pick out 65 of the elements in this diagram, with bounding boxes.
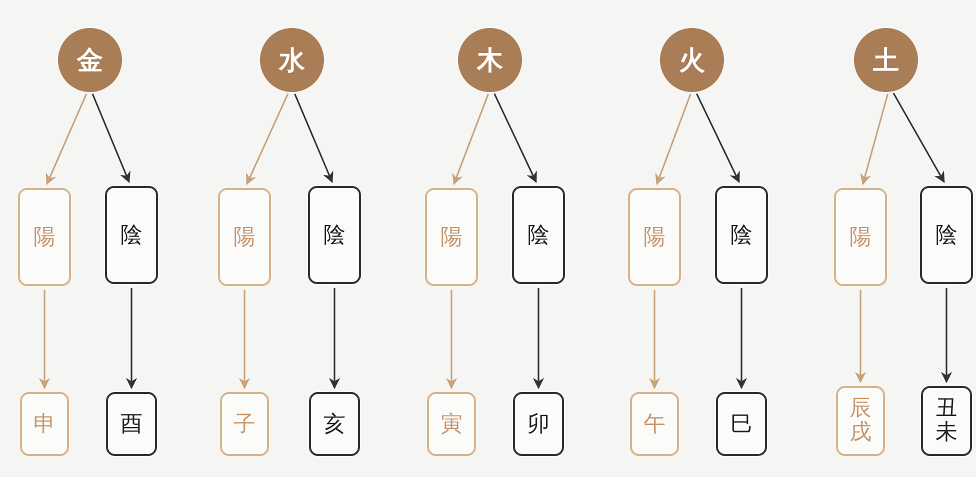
arrow — [940, 288, 952, 384]
node-label: 卯 — [528, 411, 550, 439]
label-box — [836, 386, 885, 456]
arrow — [655, 94, 692, 186]
node-label: 土 — [873, 44, 899, 78]
label-box — [834, 188, 887, 286]
label-box — [630, 392, 679, 456]
node-label: 亥 — [324, 411, 346, 439]
node-label: 木 — [477, 44, 503, 78]
label-box — [106, 392, 157, 456]
node-label: 陰 — [936, 222, 958, 250]
node-label: 陽 — [34, 224, 56, 252]
node-label: 丑未 — [936, 396, 958, 446]
node-label: 陰 — [120, 222, 142, 250]
label-box — [20, 392, 69, 456]
arrow — [126, 288, 138, 390]
node-label: 陽 — [234, 224, 256, 252]
arrow — [452, 94, 490, 186]
arrow — [696, 93, 740, 183]
label-box — [513, 392, 564, 456]
arrow — [736, 288, 748, 390]
label-box — [218, 188, 271, 286]
node-label: 陰 — [324, 222, 346, 250]
arrow — [854, 290, 866, 384]
label-box — [220, 392, 269, 456]
arrow — [328, 288, 340, 390]
node-label: 火 — [679, 44, 705, 78]
label-box — [512, 186, 565, 284]
label-box — [427, 392, 476, 456]
arrow — [648, 290, 660, 390]
arrow — [446, 290, 458, 390]
label-box — [309, 392, 360, 456]
arrow — [46, 93, 88, 186]
node-label: 陰 — [730, 222, 752, 250]
label-box — [921, 386, 972, 456]
arrow — [532, 288, 544, 390]
label-box — [920, 186, 973, 284]
arrow — [892, 92, 945, 183]
arrow — [38, 290, 50, 390]
label-box — [308, 186, 361, 284]
node-label: 寅 — [440, 411, 462, 439]
node-label: 陰 — [528, 222, 550, 250]
arrow — [238, 290, 250, 390]
arrow — [92, 94, 130, 184]
label-box — [105, 186, 158, 284]
node-label: 陽 — [440, 224, 462, 252]
node-label: 陽 — [644, 224, 666, 252]
arrow — [860, 94, 888, 186]
arrow — [294, 94, 334, 184]
label-box — [425, 188, 478, 286]
node-label: 子 — [234, 411, 256, 439]
node-label: 水 — [279, 44, 305, 78]
arrow — [246, 93, 289, 186]
label-box — [715, 186, 768, 284]
node-label: 酉 — [120, 411, 142, 439]
node-label: 申 — [34, 411, 56, 439]
arrow — [494, 93, 537, 184]
node-label: 辰戌 — [850, 396, 872, 446]
node-label: 午 — [644, 411, 666, 439]
label-box — [18, 188, 71, 286]
node-label: 陽 — [850, 224, 872, 252]
label-box — [628, 188, 681, 286]
label-box — [716, 392, 767, 456]
node-label: 金 — [77, 44, 103, 78]
node-label: 巳 — [730, 411, 752, 439]
